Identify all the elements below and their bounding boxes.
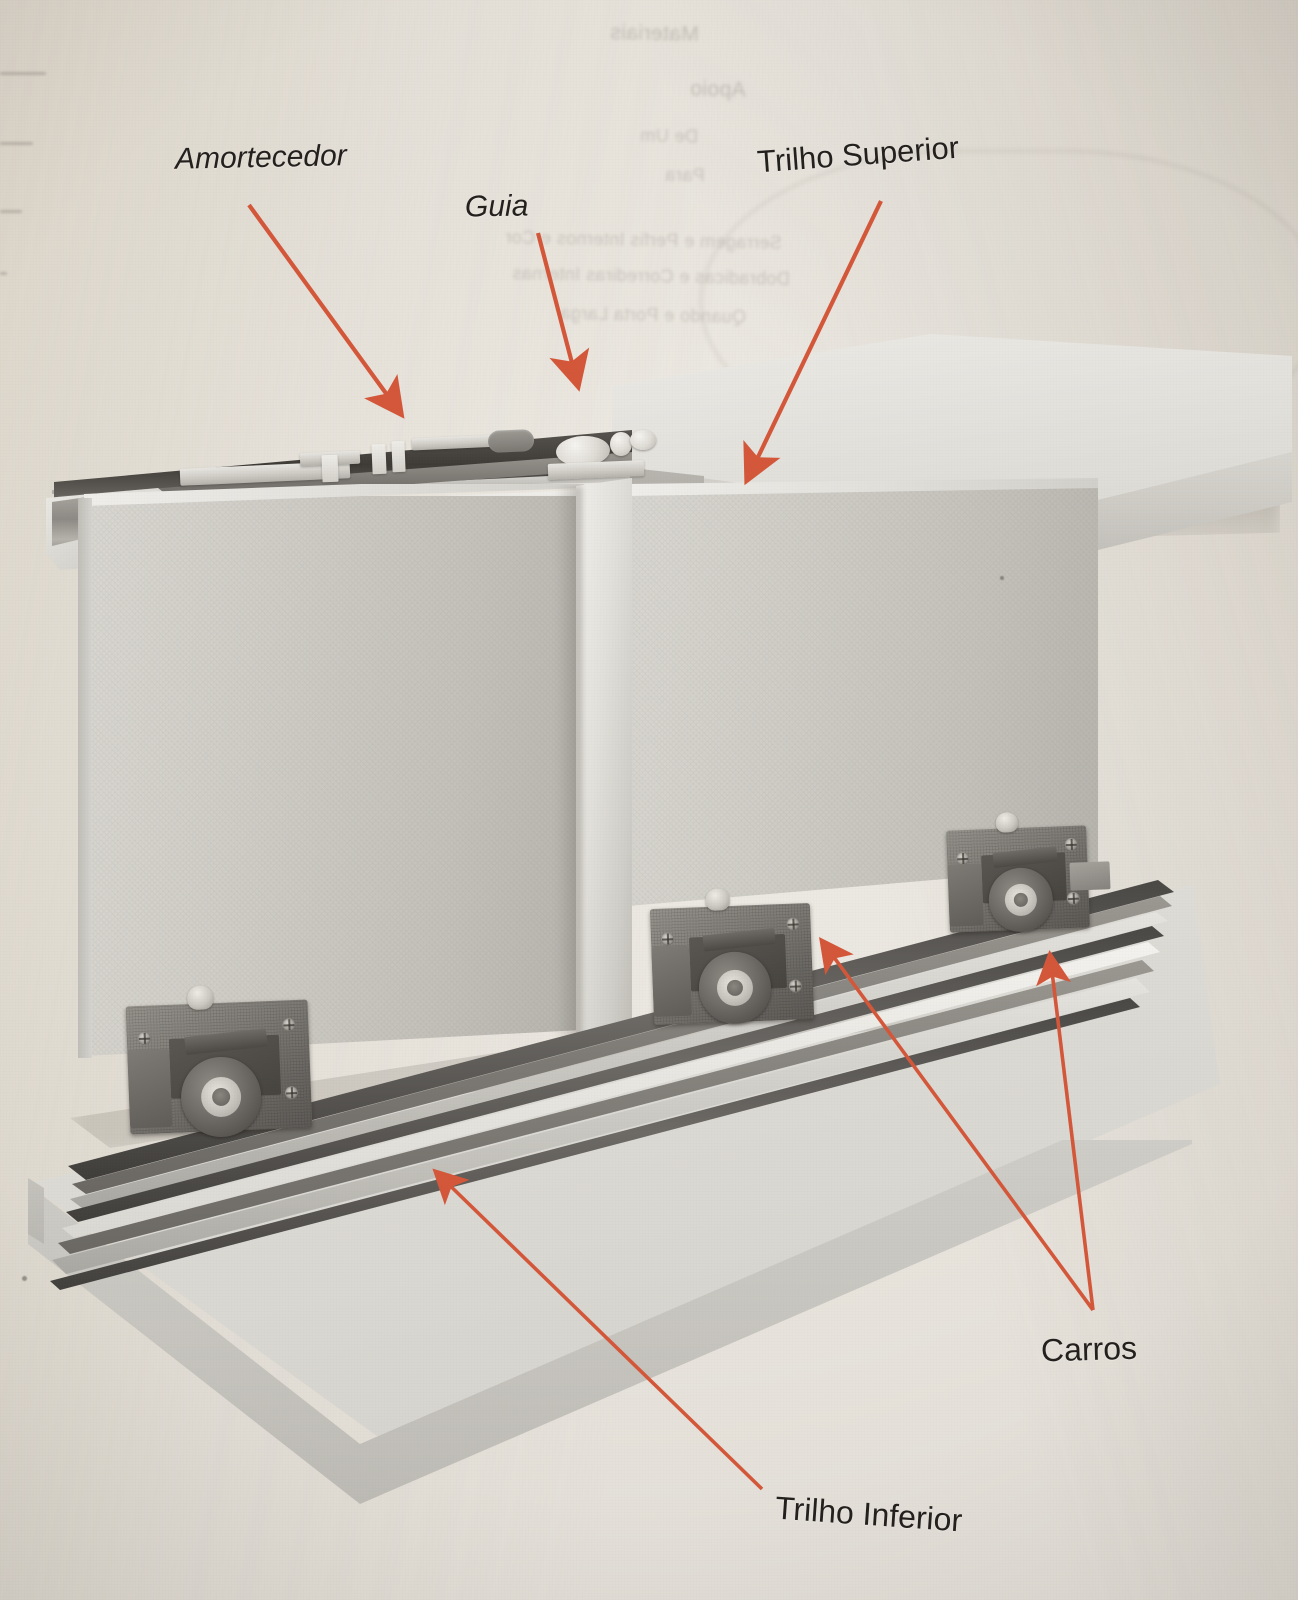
- guide-roller-tip: [630, 430, 656, 450]
- door-meeting-stile: [576, 478, 632, 1038]
- rail-end-stop: [1069, 861, 1111, 891]
- label-carros: Carros: [1040, 1329, 1138, 1369]
- label-guia: Guia: [464, 189, 529, 224]
- paper-speck-2: [22, 1276, 27, 1281]
- carriage-middle-adjust-bolt: [705, 888, 730, 911]
- damper-clip-left: [321, 454, 339, 483]
- guide-bracket-a: [371, 443, 387, 475]
- carriage-left-adjust-bolt: [186, 985, 214, 1011]
- door-panel-front: [84, 496, 582, 1056]
- carriage-right-adjust-bolt: [995, 811, 1019, 833]
- door-panel-front-left-edge: [78, 498, 92, 1058]
- door-meeting-stile-shadow: [556, 486, 582, 1038]
- base-platform-left-edge: [28, 1178, 44, 1244]
- carriage-left: [125, 982, 313, 1154]
- carriage-right-side-bracket: [947, 863, 984, 927]
- label-amortecedor: Amortecedor: [174, 139, 348, 176]
- door-panel-front-texture: [84, 496, 582, 1056]
- paper-speck: [1000, 576, 1004, 580]
- carriage-right: [946, 809, 1091, 946]
- carriage-middle-side-bracket: [651, 945, 692, 1018]
- guide-bracket-b: [391, 440, 406, 473]
- guide-roller-small: [610, 432, 632, 456]
- carriage-left-side-bracket: [127, 1048, 173, 1129]
- carriage-middle: [649, 885, 815, 1041]
- guide-block: [487, 428, 535, 454]
